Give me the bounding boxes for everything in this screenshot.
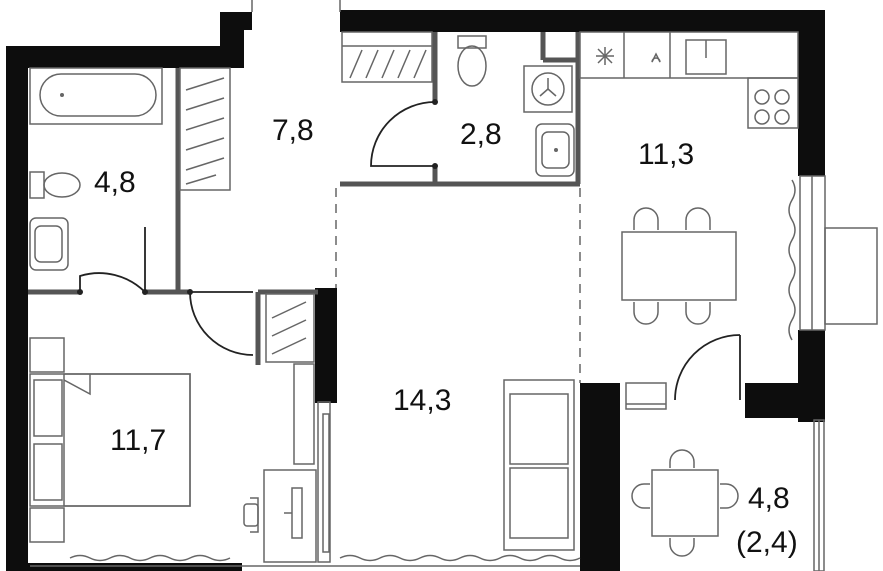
wardrobe-hall bbox=[179, 67, 231, 191]
kitchen-window bbox=[788, 175, 878, 341]
area-labels: 4,8 7,8 2,8 11,3 11,7 14,3 4,8 (2,4) bbox=[94, 114, 798, 559]
balcony-area-reduced: (2,4) bbox=[736, 526, 798, 559]
washing-machine bbox=[523, 65, 573, 113]
kitchen-counter bbox=[579, 31, 799, 129]
hallway-area: 7,8 bbox=[272, 114, 314, 147]
kitchen-area: 11,3 bbox=[638, 138, 694, 171]
bathroom-area: 4,8 bbox=[94, 166, 136, 199]
toilet-area: 2,8 bbox=[460, 118, 502, 151]
desk bbox=[243, 469, 317, 563]
toilet bbox=[29, 171, 81, 199]
living-area: 14,3 bbox=[393, 384, 451, 417]
closet-top bbox=[341, 31, 433, 83]
balcony-area: 4,8 bbox=[748, 482, 790, 515]
doors bbox=[77, 99, 741, 401]
bedroom-area: 11,7 bbox=[110, 424, 166, 457]
wardrobe-bedroom bbox=[265, 293, 315, 465]
tv-stand bbox=[317, 401, 331, 563]
sofa bbox=[503, 379, 575, 551]
washbasin bbox=[29, 217, 69, 271]
radiator bbox=[625, 382, 667, 410]
balcony-window bbox=[813, 419, 825, 571]
balcony-table bbox=[631, 449, 739, 557]
bathtub bbox=[29, 67, 163, 125]
exterior-walls bbox=[6, 10, 825, 571]
dining-table bbox=[621, 207, 737, 325]
bed bbox=[29, 337, 191, 543]
bottom-windows bbox=[30, 554, 581, 567]
wc-toilet bbox=[457, 35, 487, 87]
wc-washbasin bbox=[535, 123, 575, 177]
partition-walls bbox=[28, 32, 581, 365]
